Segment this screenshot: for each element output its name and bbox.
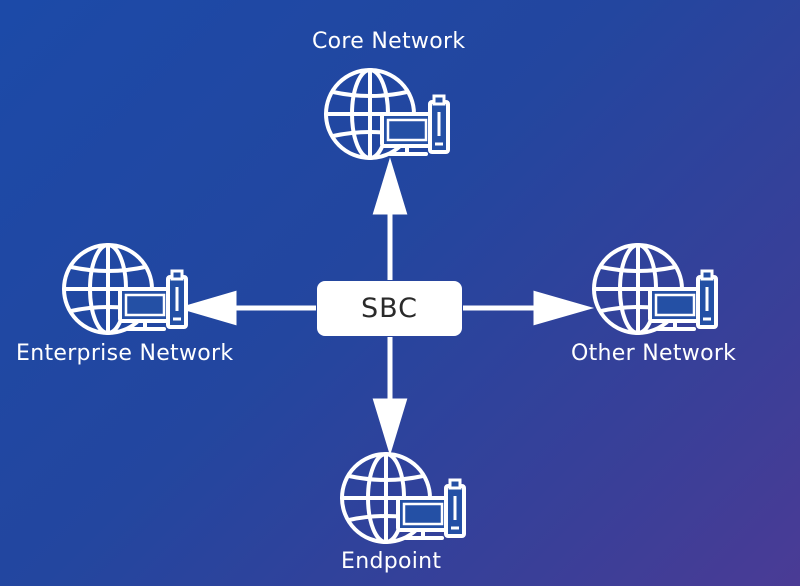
- endpoint-label: Endpoint: [341, 549, 442, 574]
- enterprise-network-label: Enterprise Network: [16, 341, 234, 366]
- globe-computer-icon: [338, 450, 468, 550]
- sbc-label: SBC: [360, 293, 419, 324]
- arrowhead-endpoint: [372, 398, 408, 456]
- globe-computer-icon: [590, 241, 720, 341]
- globe-computer-icon: [322, 66, 452, 166]
- core-network-label: Core Network: [312, 29, 466, 54]
- other-network-label: Other Network: [571, 341, 737, 366]
- arrowhead-enterprise: [177, 290, 237, 326]
- globe-computer-icon: [60, 241, 190, 341]
- arrowhead-core: [372, 157, 408, 215]
- arrowhead-other: [533, 290, 595, 326]
- sbc-box: SBC: [317, 281, 462, 336]
